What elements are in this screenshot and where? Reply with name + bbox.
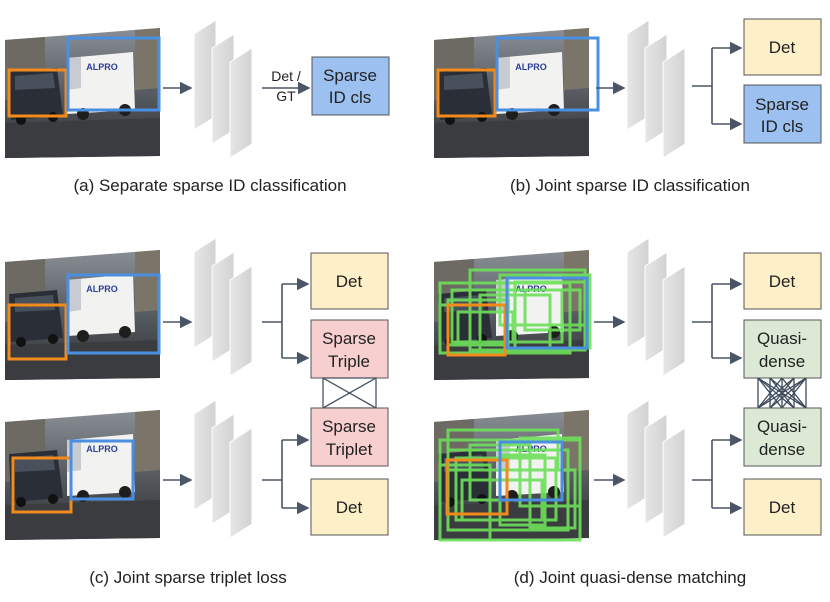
- panel-d-det-top-box: [743, 252, 822, 310]
- panel-b-det-label: Det: [769, 38, 796, 57]
- panel-c-caption: (c) Joint sparse triplet loss: [89, 568, 286, 587]
- panel-b-sparse-id-box: [743, 84, 822, 144]
- panel-d-bottom-blue-box: [498, 440, 564, 502]
- panel-d-quasi-top-line2: dense: [759, 352, 805, 371]
- panel-a-caption: (a) Separate sparse ID classification: [73, 176, 346, 195]
- panel-d-caption: (d) Joint quasi-dense matching: [514, 568, 746, 587]
- panel-c-det-top-label: Det: [336, 272, 363, 291]
- panel-b-branch: [692, 47, 740, 125]
- panel-a-sparse-id-line1: Sparse: [323, 66, 377, 85]
- panel-a-orange-box: [7, 68, 68, 118]
- panel-c-triplet-bottom-line2: Triplet: [326, 440, 373, 459]
- panel-b-det-box: [743, 18, 822, 76]
- panel-d-bottom-layers: [626, 399, 686, 539]
- panel-c-triplet-top-line1: Sparse: [322, 329, 376, 348]
- panel-c-det-bottom-label: Det: [336, 498, 363, 517]
- panel-b-caption: (b) Joint sparse ID classification: [510, 176, 750, 195]
- panel-d-quasi-bottom-line1: Quasi-: [757, 417, 807, 436]
- panel-c-det-top-box: [310, 252, 389, 310]
- panel-d-dense-connector: [757, 377, 807, 409]
- panel-c-top-layers: [193, 237, 253, 377]
- panel-d-quasi-bottom-box: [743, 407, 822, 467]
- panel-b-layers: [626, 19, 686, 159]
- panel-a-blue-box: [66, 36, 161, 112]
- panel-d-top-orange-box: [446, 303, 507, 357]
- panel-d-bottom-orange-box: [445, 458, 509, 516]
- panel-b: Det Sparse ID cls (b) Joint sparse ID cl…: [434, 18, 822, 195]
- panel-d: Det Quasi- dense Quasi- dense: [434, 237, 822, 587]
- panel-d-quasi-top-line1: Quasi-: [757, 329, 807, 348]
- panel-c-bottom-layers: [193, 399, 253, 539]
- panel-b-sparse-id-line1: Sparse: [755, 95, 809, 114]
- panel-d-quasi-top-box: [743, 319, 822, 379]
- panel-a-arrow-label-1: Det /: [271, 68, 301, 84]
- panel-c-bottom-blue-box: [69, 439, 135, 501]
- panel-d-det-bottom-box: [743, 478, 822, 536]
- panel-a-photo: [5, 28, 160, 158]
- panel-d-det-top-label: Det: [769, 272, 796, 291]
- panel-a-layers: [193, 19, 253, 159]
- panel-b-photo: [434, 28, 589, 158]
- panel-c-top-orange-box: [7, 303, 68, 361]
- panel-a-arrow-label-2: GT: [276, 88, 296, 104]
- panel-d-top-blue-box: [505, 276, 589, 350]
- panel-c-det-bottom-box: [310, 478, 389, 536]
- panel-a: Det / GT Sparse ID cls (a) Separate spar…: [5, 19, 390, 195]
- panel-a-sparse-id-box: [311, 56, 390, 116]
- panel-b-sparse-id-line2: ID cls: [761, 117, 804, 136]
- panel-c-triplet-top-box: [310, 319, 389, 379]
- panel-b-blue-box: [495, 36, 600, 112]
- panel-a-sparse-id-line2: ID cls: [329, 88, 372, 107]
- panel-d-det-bottom-label: Det: [769, 498, 796, 517]
- panel-c-triplet-top-line2: Triple: [328, 352, 370, 371]
- panel-c: Det Sparse Triple Sparse Triplet Det (c)…: [5, 237, 389, 587]
- panel-d-top-layers: [626, 237, 686, 377]
- panel-c-triplet-bottom-line1: Sparse: [322, 417, 376, 436]
- panel-c-photo-bottom: [5, 410, 160, 540]
- panel-c-top-blue-box: [66, 273, 161, 355]
- panel-b-orange-box: [436, 68, 497, 118]
- panel-d-quasi-bottom-line2: dense: [759, 440, 805, 459]
- panel-c-triplet-bottom-box: [310, 407, 389, 467]
